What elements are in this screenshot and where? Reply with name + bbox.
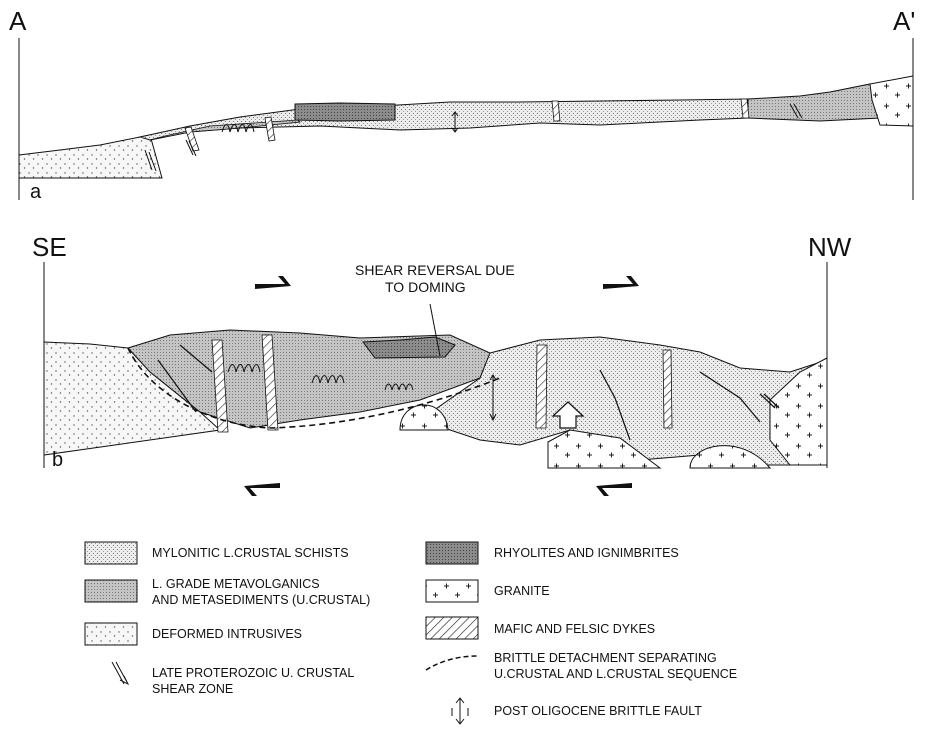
section-b-left-label: SE <box>32 232 67 262</box>
legend-swatch-intrusives <box>85 623 137 645</box>
legend-item-dykes: MAFIC AND FELSIC DYKES <box>426 617 655 639</box>
legend-swatch-dykes <box>426 617 478 639</box>
shear-arrow-bottom-left <box>244 483 280 496</box>
legend-label-rhyolites: RHYOLITES AND IGNIMBRITES <box>494 546 679 560</box>
section-a-rhyolite-unit <box>295 103 395 121</box>
section-a-right-label: A' <box>893 6 915 36</box>
legend-label-detachment-1: BRITTLE DETACHMENT SEPARATING <box>494 651 717 665</box>
section-b-right-label: NW <box>808 232 852 262</box>
legend-label-shearzone-1: LATE PROTEROZOIC U. CRUSTAL <box>152 666 354 680</box>
shear-zone-icon <box>112 662 128 684</box>
legend-label-granite: GRANITE <box>494 584 550 598</box>
legend-label-lowgrade-2: AND METASEDIMENTS (U.CRUSTAL) <box>152 593 370 607</box>
legend-label-dykes: MAFIC AND FELSIC DYKES <box>494 622 655 636</box>
legend-item-fault: POST OLIGOCENE BRITTLE FAULT <box>452 698 702 724</box>
legend-swatch-lowgrade <box>85 580 137 602</box>
legend-item-shearzone: LATE PROTEROZOIC U. CRUSTAL SHEAR ZONE <box>112 662 354 696</box>
legend-swatch-rhyolites <box>426 542 478 564</box>
legend-item-detachment: BRITTLE DETACHMENT SEPARATING U.CRUSTAL … <box>426 651 737 681</box>
section-b-annotation-line2: TO DOMING <box>385 279 466 295</box>
legend-swatch-mylonitic <box>85 542 137 564</box>
legend-item-rhyolites: RHYOLITES AND IGNIMBRITES <box>426 542 679 564</box>
detachment-line-icon <box>426 656 478 670</box>
section-a-deformed-intrusives-left <box>19 135 162 178</box>
legend-item-lowgrade: L. GRADE METAVOLGANICS AND METASEDIMENTS… <box>85 577 370 607</box>
legend-swatch-granite <box>426 580 478 602</box>
section-a-left-label: A <box>9 6 27 36</box>
section-a-panel-label: a <box>30 181 42 203</box>
legend-label-lowgrade-1: L. GRADE METAVOLGANICS <box>152 577 320 591</box>
legend-item-mylonitic: MYLONITIC L.CRUSTAL SCHISTS <box>85 542 349 564</box>
shear-arrow-top-right <box>603 276 639 289</box>
fault-icon <box>452 698 468 724</box>
legend-label-fault: POST OLIGOCENE BRITTLE FAULT <box>494 704 702 718</box>
section-b-annotation-line1: SHEAR REVERSAL DUE <box>355 262 515 278</box>
section-a <box>19 38 913 200</box>
legend-label-shearzone-2: SHEAR ZONE <box>152 682 233 696</box>
legend-item-intrusives: DEFORMED INTRUSIVES <box>85 623 302 645</box>
section-a-lowgrade-right <box>748 84 880 121</box>
shear-arrow-bottom-right <box>596 483 632 496</box>
section-b-panel-label: b <box>52 449 63 471</box>
section-b <box>44 262 827 496</box>
section-a-mylonitic-belt <box>140 99 748 140</box>
legend-item-granite: GRANITE <box>426 580 550 602</box>
legend-label-mylonitic: MYLONITIC L.CRUSTAL SCHISTS <box>152 546 349 560</box>
legend: MYLONITIC L.CRUSTAL SCHISTS L. GRADE MET… <box>85 542 737 724</box>
legend-label-intrusives: DEFORMED INTRUSIVES <box>152 627 302 641</box>
legend-label-detachment-2: U.CRUSTAL AND L.CRUSTAL SEQUENCE <box>494 667 737 681</box>
shear-arrow-top-left <box>255 276 291 289</box>
